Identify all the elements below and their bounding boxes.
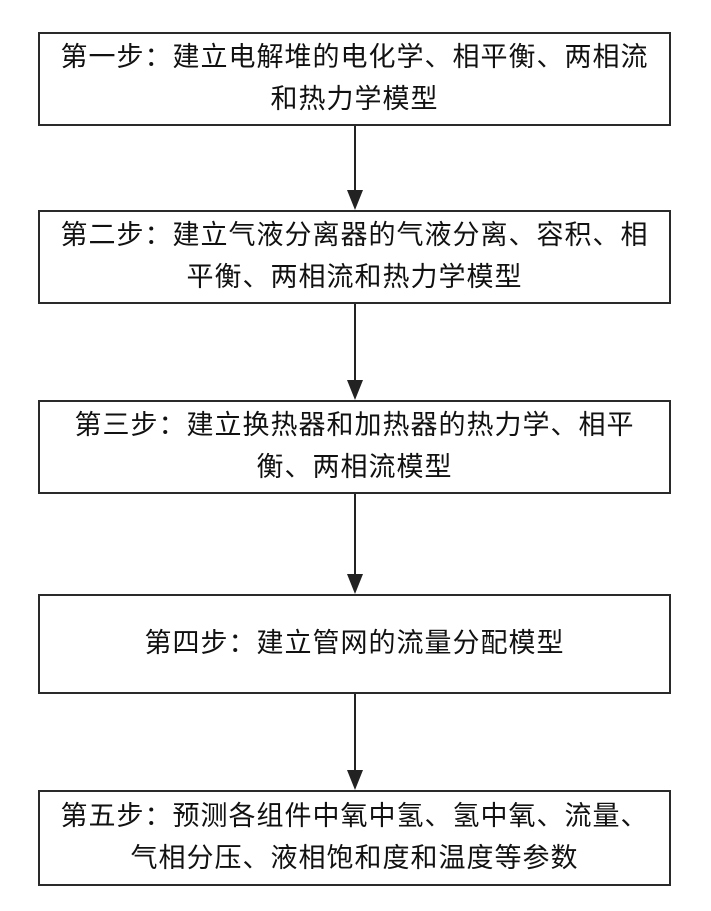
step-5-box: 第五步：预测各组件中氧中氢、氢中氧、流量、气相分压、液相饱和度和温度等参数 xyxy=(38,790,671,886)
arrow-down-icon xyxy=(339,494,371,594)
step-3-label: 第三步：建立换热器和加热器的热力学、相平衡、两相流模型 xyxy=(48,405,661,489)
step-3-box: 第三步：建立换热器和加热器的热力学、相平衡、两相流模型 xyxy=(38,400,671,494)
arrow-down-icon xyxy=(339,694,371,790)
step-1-box: 第一步：建立电解堆的电化学、相平衡、两相流和热力学模型 xyxy=(38,32,671,126)
arrow-1-to-2 xyxy=(339,126,371,210)
step-1-label: 第一步：建立电解堆的电化学、相平衡、两相流和热力学模型 xyxy=(48,37,661,121)
step-5-label: 第五步：预测各组件中氧中氢、氢中氧、流量、气相分压、液相饱和度和温度等参数 xyxy=(48,796,661,880)
step-4-box: 第四步：建立管网的流量分配模型 xyxy=(38,594,671,694)
arrow-2-to-3 xyxy=(339,304,371,400)
arrow-down-icon xyxy=(339,126,371,210)
step-2-box: 第二步：建立气液分离器的气液分离、容积、相平衡、两相流和热力学模型 xyxy=(38,210,671,304)
arrow-down-icon xyxy=(339,304,371,400)
arrow-3-to-4 xyxy=(339,494,371,594)
arrow-4-to-5 xyxy=(339,694,371,790)
step-4-label: 第四步：建立管网的流量分配模型 xyxy=(48,623,661,665)
step-2-label: 第二步：建立气液分离器的气液分离、容积、相平衡、两相流和热力学模型 xyxy=(48,215,661,299)
